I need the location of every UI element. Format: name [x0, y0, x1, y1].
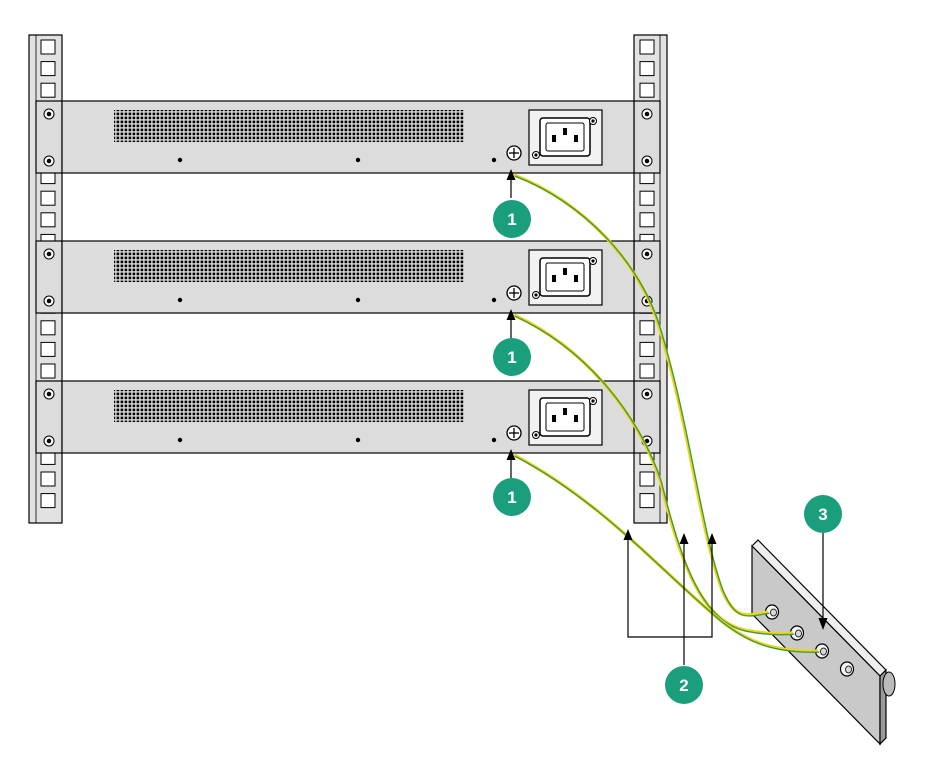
rail-hole: [40, 341, 56, 357]
rail-hole: [40, 320, 56, 336]
arrowhead: [623, 529, 633, 540]
rail-hole: [40, 190, 56, 206]
vent-grille: [114, 250, 464, 282]
body-screw: [177, 437, 183, 443]
rail-hole: [40, 82, 56, 98]
callout-label: 2: [679, 676, 688, 695]
rail-hole: [639, 341, 655, 357]
callout-circle: [804, 495, 842, 533]
body-screw: [491, 437, 497, 443]
rail-hole: [639, 190, 655, 206]
body-screw: [491, 297, 497, 303]
rail-hole: [40, 363, 56, 379]
body-screw: [177, 157, 183, 163]
callout-circle: [493, 338, 531, 376]
callout-1: 1: [493, 200, 531, 238]
chassis-unit: [35, 240, 661, 314]
vent-grille: [114, 390, 464, 422]
callout-3: 3: [804, 495, 842, 533]
arrowhead: [506, 449, 516, 460]
callout-circle: [493, 200, 531, 238]
callout-leaders: [506, 169, 828, 665]
callout-circle: [665, 666, 703, 704]
arrowhead: [506, 309, 516, 320]
callout-label: 1: [507, 210, 516, 229]
callout-label: 3: [818, 505, 827, 524]
rail-hole: [639, 82, 655, 98]
chassis-unit: [35, 380, 661, 454]
rail-hole: [639, 493, 655, 509]
rail-hole: [40, 61, 56, 77]
rail-hole: [40, 212, 56, 228]
callout-2: 2: [665, 666, 703, 704]
rail-hole: [639, 363, 655, 379]
vent-grille: [114, 110, 464, 142]
body-screw: [177, 297, 183, 303]
body-screw: [355, 297, 361, 303]
grounding-bar: [751, 539, 896, 746]
grounding-cables: [513, 173, 820, 653]
callout-label: 1: [507, 488, 516, 507]
power-inlet-icon: [528, 109, 603, 166]
callout-1: 1: [493, 478, 531, 516]
body-screw: [491, 157, 497, 163]
arrowhead: [506, 169, 516, 180]
arrowhead: [707, 533, 717, 544]
body-screw: [355, 437, 361, 443]
callout-1: 1: [493, 338, 531, 376]
rail-hole: [639, 212, 655, 228]
callout-circle: [493, 478, 531, 516]
callout-label: 1: [507, 348, 516, 367]
rail-hole: [639, 471, 655, 487]
rail-hole: [639, 320, 655, 336]
rail-hole: [40, 493, 56, 509]
rail-hole: [40, 39, 56, 55]
rail-hole: [639, 39, 655, 55]
rail-hole: [40, 471, 56, 487]
body-screw: [355, 157, 361, 163]
arrowhead: [679, 533, 689, 544]
rail-hole: [639, 61, 655, 77]
chassis-unit: [35, 100, 661, 174]
